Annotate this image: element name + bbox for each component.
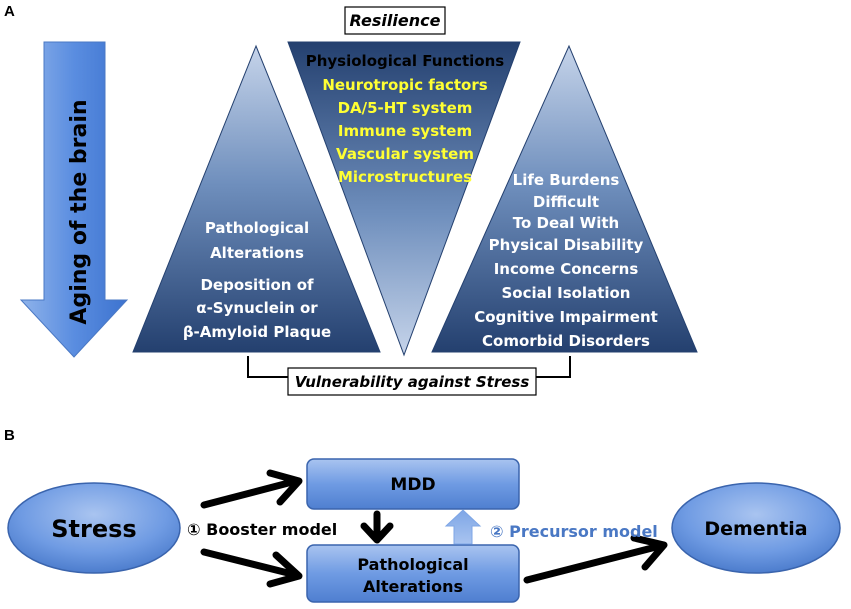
arrow-stress-mdd <box>200 477 300 509</box>
pathological-node: Pathological Alterations <box>306 544 520 603</box>
left-tri-line-2: Alterations <box>210 244 304 262</box>
precursor-arrow <box>444 509 482 545</box>
arrow-path-dementia <box>523 542 664 584</box>
right-tri-line-1: Life Burdens <box>513 171 620 189</box>
arrow-path-dementia-head <box>630 534 668 571</box>
aging-label: Aging of the brain <box>67 99 92 324</box>
middle-tri-item-2: DA/5-HT system <box>338 99 473 117</box>
vulnerability-label: Vulnerability against Stress <box>295 373 530 391</box>
vulnerability-box <box>287 367 537 396</box>
stress-label: Stress <box>51 515 136 543</box>
stress-node: Stress <box>7 482 181 574</box>
mdd-label: MDD <box>390 475 435 495</box>
aging-arrow: Aging of the brain <box>19 41 129 358</box>
dementia-label: Dementia <box>704 518 807 540</box>
left-tri-line-5: β-Amyloid Plaque <box>183 323 331 341</box>
left-triangle: Pathological Alterations Deposition of α… <box>132 44 381 353</box>
panel-a-letter: A <box>4 3 15 20</box>
arrow-stress-mdd-head <box>266 469 303 506</box>
panel-b-letter: B <box>4 427 15 444</box>
precursor-model-label: ② Precursor model <box>490 522 658 541</box>
middle-tri-title: Physiological Functions <box>306 52 505 70</box>
middle-triangle: Physiological Functions Neurotropic fact… <box>287 41 521 357</box>
left-tri-line-4: α-Synuclein or <box>196 299 318 317</box>
middle-tri-item-5: Microstructures <box>338 168 472 186</box>
right-tri-line-3: To Deal With <box>513 214 619 232</box>
right-tri-line-7: Cognitive Impairment <box>474 308 658 326</box>
resilience-box: Resilience <box>344 6 446 35</box>
right-tri-line-2: Difficult <box>533 193 599 211</box>
pathological-label-2: Alterations <box>363 577 463 596</box>
arrow-mdd-path-head <box>360 522 394 544</box>
left-tri-line-1: Pathological <box>205 219 309 237</box>
right-tri-line-4: Physical Disability <box>489 236 644 254</box>
dementia-node: Dementia <box>671 482 841 574</box>
middle-tri-item-3: Immune system <box>338 122 472 140</box>
right-tri-line-6: Social Isolation <box>501 284 630 302</box>
resilience-label: Resilience <box>350 11 441 30</box>
arrow-stress-path-head <box>266 551 303 588</box>
pathological-label-1: Pathological <box>357 555 468 574</box>
mdd-node: MDD <box>306 458 520 510</box>
right-tri-line-8: Comorbid Disorders <box>482 332 650 350</box>
middle-tri-item-1: Neurotropic factors <box>322 76 487 94</box>
left-tri-line-3: Deposition of <box>200 276 314 294</box>
arrow-stress-path <box>200 548 300 579</box>
booster-model-label: ① Booster model <box>187 520 337 539</box>
vulnerability-bracket: Vulnerability against Stress <box>247 356 571 396</box>
right-triangle: Life Burdens Difficult To Deal With Phys… <box>431 44 698 353</box>
middle-tri-item-4: Vascular system <box>336 145 474 163</box>
right-tri-line-5: Income Concerns <box>494 260 639 278</box>
arrows <box>200 469 668 588</box>
